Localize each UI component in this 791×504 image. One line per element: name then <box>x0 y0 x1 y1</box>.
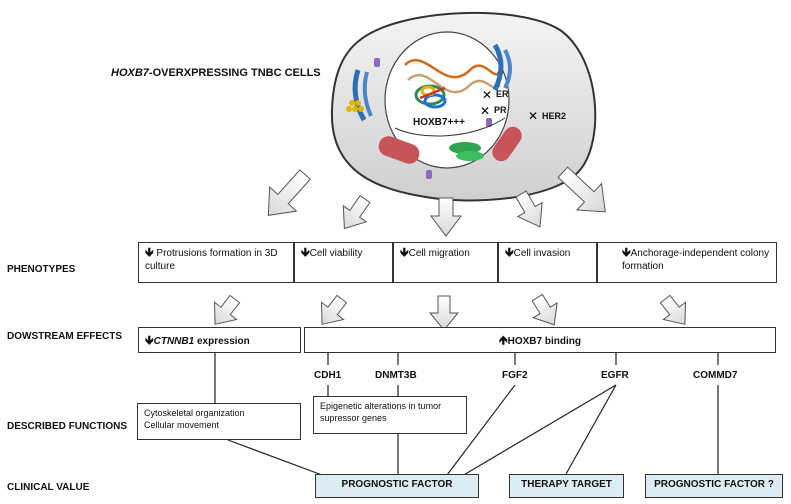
phenotype-migration-label: Cell migration <box>408 248 470 259</box>
arrow-anchorage-binding <box>659 294 687 325</box>
her2-label: HER2 <box>542 111 567 121</box>
er-label: ER <box>496 89 509 99</box>
row-label-downstream: DOWSTREAM EFFECTS <box>7 331 122 342</box>
arrow-protrusions-ctnnb1 <box>213 294 241 325</box>
function-cytoskeletal-line1: Cytoskeletal organization <box>144 408 245 418</box>
function-cytoskeletal: Cytoskeletal organization Cellular movem… <box>137 403 301 440</box>
cell-title-rest: -OVERXPRESSING TNBC CELLS <box>148 67 321 79</box>
pr-label: PR <box>494 105 507 115</box>
phenotype-to-downstream-arrows <box>213 293 687 331</box>
arrow-invasion-binding <box>531 293 558 326</box>
gene-cdh1: CDH1 <box>312 370 344 381</box>
golgi <box>352 69 367 122</box>
clinical-prognostic-factor-q: PROGNOSTIC FACTOR ? <box>645 474 783 498</box>
gene-egfr: EGFR <box>599 370 631 381</box>
phenotype-viability-label: Cell viability <box>309 248 363 259</box>
cell-title: HOXB7-OVERXPRESSING TNBC CELLS <box>111 67 321 79</box>
phenotype-migration: 🡻Cell migration <box>393 242 498 283</box>
phenotype-protrusions: 🡻 Protrusions formation in 3D culture <box>138 242 294 283</box>
phenotype-viability: 🡻Cell viability <box>294 242 393 283</box>
vesicles <box>346 100 364 112</box>
down-arrow-icon: 🡻 <box>622 245 631 259</box>
phenotype-invasion-label: Cell invasion <box>513 248 571 259</box>
clinical-prognostic-factor: PROGNOSTIC FACTOR <box>315 474 479 498</box>
downstream-ctnnb1: 🡻CTNNB1 expression <box>138 327 301 353</box>
connector-lines <box>214 353 719 477</box>
cell-illustration: ✕ ✕ ✕ <box>330 11 597 202</box>
endoplasmic-reticulum <box>449 142 481 154</box>
up-arrow-icon: 🡹 <box>499 333 508 347</box>
down-arrow-icon: 🡻 <box>505 245 514 259</box>
cell-to-phenotype-arrows <box>267 166 606 237</box>
nucleus-label: HOXB7+++ <box>413 117 465 128</box>
down-arrow-icon: 🡻 <box>145 333 154 347</box>
binding-label: HOXB7 binding <box>507 336 581 347</box>
hoxb7-protein <box>414 84 447 109</box>
mitochondrion <box>378 136 420 164</box>
her2-block-icon: ✕ <box>528 109 538 123</box>
dna-helix <box>404 58 502 79</box>
row-label-clinical: CLINICAL VALUE <box>7 482 90 493</box>
cell-title-gene: HOXB7 <box>111 67 149 79</box>
clinical-therapy-target: THERAPY TARGET <box>509 474 624 498</box>
downstream-binding: 🡹HOXB7 binding <box>304 327 776 353</box>
down-arrow-icon: 🡻 <box>400 245 409 259</box>
vesicles-purple <box>374 58 492 179</box>
pr-block-icon: ✕ <box>480 104 490 118</box>
arrow-to-protrusions <box>267 169 312 217</box>
ctnnb1-rest: expression <box>194 336 250 347</box>
row-label-phenotypes: PHENOTYPES <box>7 264 76 275</box>
down-arrow-icon: 🡻 <box>145 245 154 259</box>
gene-fgf2: FGF2 <box>500 370 530 381</box>
arrow-to-viability <box>342 194 371 230</box>
function-epigenetic-line1: Epigenetic alterations in tumor <box>320 401 442 411</box>
gene-dnmt3b: DNMT3B <box>373 370 419 381</box>
phenotype-protrusions-label: Protrusions formation in 3D culture <box>145 248 278 272</box>
er-block-icon: ✕ <box>482 88 492 102</box>
down-arrow-icon: 🡻 <box>301 245 310 259</box>
arrow-migration-binding <box>428 295 460 331</box>
phenotype-anchorage-label: Anchorage-independent colony formation <box>622 248 770 272</box>
arrow-viability-binding <box>320 294 348 325</box>
function-cytoskeletal-line2: Cellular movement <box>144 420 220 430</box>
function-epigenetic: Epigenetic alterations in tumor supresso… <box>313 396 467 434</box>
ctnnb1-gene: CTNNB1 <box>153 336 195 347</box>
phenotype-anchorage: 🡻Anchorage-independent colony formation <box>597 242 777 283</box>
arrow-to-anchorage <box>557 166 606 213</box>
function-epigenetic-line2: supressor genes <box>320 413 387 423</box>
phenotype-invasion: 🡻Cell invasion <box>498 242 597 283</box>
gene-commd7: COMMD7 <box>691 370 740 381</box>
row-label-functions: DESCRIBED FUNCTIONS <box>7 421 128 432</box>
mitochondrion <box>492 126 522 162</box>
arrow-to-invasion <box>515 190 543 228</box>
golgi <box>492 43 504 92</box>
arrow-to-migration <box>430 197 462 237</box>
